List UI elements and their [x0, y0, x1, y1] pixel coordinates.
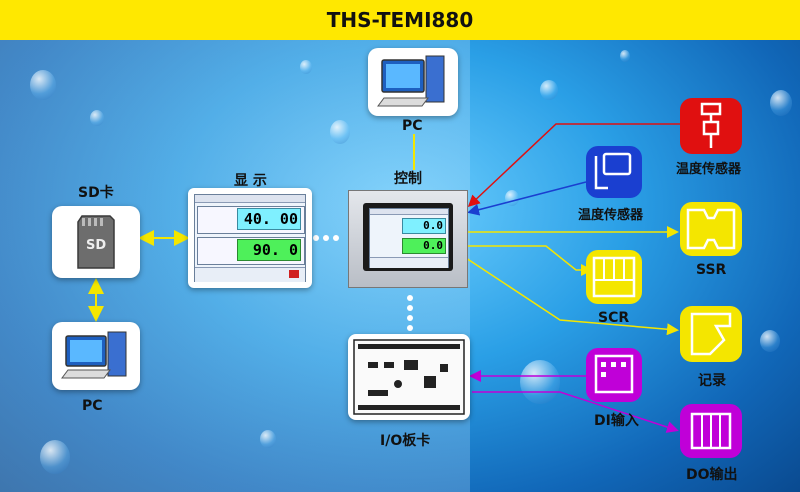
display-footer: [195, 267, 305, 282]
pc-card-top: [368, 48, 458, 116]
temp-sensor-red-tile: [680, 98, 742, 154]
do-label: DO输出: [686, 467, 738, 483]
water-drop: [300, 60, 312, 74]
ssr-tile: [680, 202, 742, 256]
water-drop: [260, 430, 276, 448]
control-header: [370, 209, 448, 215]
control-footer: [370, 257, 448, 268]
display-header: [195, 195, 305, 203]
display-status-indicator: [289, 270, 299, 278]
pc-card-bottom: [52, 322, 140, 390]
sd-card-icon-text: SD: [86, 238, 107, 253]
pc-icon: [61, 331, 127, 379]
ssr-label: SSR: [696, 262, 727, 278]
io-board: [348, 334, 470, 420]
do-tile: [680, 404, 742, 458]
di-tile: [586, 348, 642, 402]
link-record: [465, 257, 679, 336]
dotted-link-control-io: [407, 295, 413, 331]
ssr-icon: [686, 208, 736, 250]
display-value-2: 90. 0: [237, 239, 301, 261]
control-label: 控制: [394, 171, 422, 187]
di-icon: [594, 354, 634, 394]
display-value-1: 40. 00: [237, 208, 301, 230]
sd-card-icon: [77, 215, 115, 269]
sd-card-label: SD卡: [78, 185, 114, 201]
title-bar: THS-TEMI880: [0, 0, 800, 40]
water-drop: [520, 360, 560, 404]
link-scr: [466, 245, 593, 276]
dotted-link-display-control: [313, 235, 339, 241]
control-value-1: 0.0: [402, 218, 446, 234]
water-drop: [90, 110, 104, 126]
water-drop: [770, 90, 792, 116]
record-label: 记录: [698, 373, 726, 389]
diagram-title: THS-TEMI880: [326, 8, 474, 32]
link-do: [472, 391, 679, 433]
io-board-icon: [353, 339, 465, 415]
control-panel: 0.0 0.0: [348, 190, 468, 288]
water-drop: [30, 70, 56, 100]
recorder-icon: [690, 312, 732, 356]
water-drop: [760, 330, 780, 352]
io-board-label: I/O板卡: [380, 433, 431, 449]
water-drop: [40, 440, 70, 474]
sensor-probe-icon: [594, 152, 632, 190]
scr-tile: [586, 250, 642, 304]
link-blue-sensor: [467, 181, 587, 216]
control-screen: 0.0 0.0: [369, 208, 449, 268]
pc-icon: [377, 55, 445, 107]
di-label: DI输入: [594, 413, 639, 429]
link-red-sensor: [467, 123, 680, 208]
display-screen: 40. 00 90. 0: [194, 194, 306, 282]
water-drop: [620, 50, 630, 62]
temp-sensor-blue-label: 温度传感器: [578, 208, 644, 223]
scr-icon: [592, 256, 636, 298]
control-value-2: 0.0: [402, 238, 446, 254]
temp-sensor-blue-tile: [586, 146, 642, 198]
sd-card-box: SD: [52, 206, 140, 278]
temp-sensor-red-label: 温度传感器: [676, 162, 742, 177]
do-icon: [690, 412, 732, 450]
water-drop: [540, 80, 558, 100]
water-drop: [330, 120, 350, 144]
record-tile: [680, 306, 742, 362]
pc-bottom-label: PC: [82, 398, 103, 414]
pc-top-label: PC: [402, 118, 423, 134]
scr-label: SCR: [598, 310, 630, 326]
thermocouple-icon: [700, 102, 722, 148]
display-panel: 40. 00 90. 0: [188, 188, 312, 288]
display-label: 显 示: [234, 173, 267, 189]
